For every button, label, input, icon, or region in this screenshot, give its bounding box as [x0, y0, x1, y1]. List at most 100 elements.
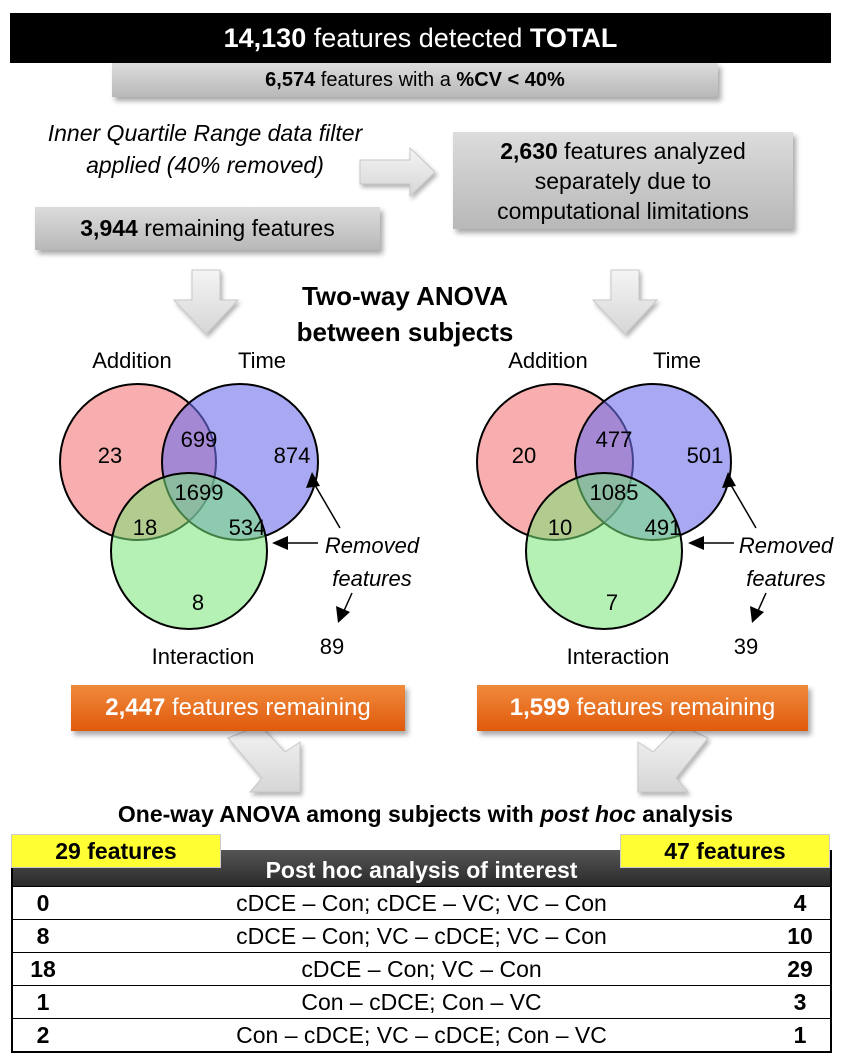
- venn-right-removed-line-2: features: [746, 566, 826, 591]
- total-label: TOTAL: [529, 22, 618, 53]
- anova-line-2: between subjects: [296, 317, 514, 347]
- venn-left-c-only: 8: [192, 590, 204, 615]
- remaining-right-box: 1,599 features remaining: [477, 685, 808, 731]
- venn-left-abc: 1699: [175, 480, 224, 505]
- two-way-anova-title: Two-way ANOVA between subjects: [230, 278, 580, 350]
- remaining-left-count: 2,447: [105, 694, 166, 721]
- right-arrow-icon: [359, 146, 436, 198]
- venn-left-label-interaction: Interaction: [152, 644, 255, 669]
- anova-line-1: Two-way ANOVA: [301, 281, 509, 311]
- venn-left-label-addition: Addition: [92, 348, 172, 373]
- table-row: 18 cDCE – Con; VC – Con 29: [13, 952, 830, 985]
- venn-right-ac: 10: [548, 515, 572, 540]
- table-cell-right: 29: [787, 955, 813, 982]
- venn-left: Addition Time Interaction 23 699 874 169…: [59, 348, 420, 669]
- venn-left-a-only: 23: [98, 443, 122, 468]
- remaining-text: remaining features: [137, 215, 335, 241]
- separate-line-1: features analyzed: [557, 137, 746, 164]
- venn-right-bc: 491: [645, 515, 682, 540]
- total-text: features detected: [306, 22, 530, 53]
- venn-left-removed-line-1: Removed: [325, 533, 420, 558]
- venn-right-abc: 1085: [590, 480, 639, 505]
- venn-left-removed-line-2: features: [332, 566, 412, 591]
- total-features-banner: 14,130 features detected TOTAL: [10, 13, 831, 63]
- total-count: 14,130: [223, 22, 307, 53]
- venn-right-label-addition: Addition: [508, 348, 588, 373]
- iqr-line-1: Inner Quartile Range data filter: [47, 120, 363, 146]
- separate-count: 2,630: [500, 137, 558, 164]
- venn-left-pointer-2-head: [272, 536, 288, 550]
- venn-left-interaction-circle: [110, 472, 268, 630]
- table-row: 2 Con – cDCE; VC – cDCE; Con – VC 1: [13, 1018, 830, 1051]
- table-cell-right: 4: [793, 889, 807, 916]
- one-way-anova-title: One-way ANOVA among subjects with post h…: [0, 801, 851, 828]
- venn-left-ac: 18: [133, 515, 157, 540]
- oneway-post: analysis: [635, 801, 734, 827]
- oneway-pre: One-way ANOVA among subjects with: [117, 801, 541, 827]
- table-cell-mid: Con – cDCE; VC – cDCE; Con – VC: [236, 1021, 607, 1048]
- post-hoc-header-text: Post hoc analysis of interest: [265, 857, 578, 883]
- remaining-right-count: 1,599: [509, 694, 570, 721]
- remaining-right-text: features remaining: [569, 694, 776, 721]
- remaining-left-text: features remaining: [165, 694, 371, 721]
- iqr-filter-note: Inner Quartile Range data filter applied…: [15, 117, 395, 181]
- down-arrow-right-icon: [591, 269, 659, 335]
- table-cell-left: 0: [36, 889, 50, 916]
- right-features-tag: 47 features: [620, 834, 830, 868]
- venn-left-pointer-1: [311, 479, 341, 529]
- down-arrow-left-icon: [172, 269, 240, 335]
- oneway-italic: post hoc: [540, 801, 636, 827]
- separate-line-3: computational limitations: [497, 197, 749, 224]
- cv-text: features with a: [315, 68, 457, 91]
- bent-arrow-left-icon: [227, 724, 301, 793]
- table-row: 0 cDCE – Con; cDCE – VC; VC – Con 4: [13, 886, 830, 919]
- iqr-line-2: applied (40% removed): [86, 152, 324, 178]
- venn-left-label-time: Time: [238, 348, 286, 373]
- separate-line-2: separately due to: [534, 167, 712, 194]
- venn-right-pointer-3-head: [750, 606, 764, 623]
- table-cell-right: 1: [793, 1021, 807, 1048]
- remaining-count: 3,944: [80, 215, 138, 241]
- table-row: 1 Con – cDCE; Con – VC 3: [13, 985, 830, 1018]
- remaining-left-box: 2,447 features remaining: [71, 685, 405, 731]
- venn-right: Addition Time Interaction 20 477 501 108…: [476, 348, 834, 669]
- table-cell-left: 1: [36, 988, 50, 1015]
- venn-left-bc: 534: [229, 515, 266, 540]
- cv-count: 6,574: [265, 68, 316, 91]
- venn-right-c-only: 7: [606, 590, 618, 615]
- table-cell-left: 8: [36, 922, 50, 949]
- table-cell-left: 18: [30, 955, 56, 982]
- table-cell-left: 2: [36, 1021, 50, 1048]
- venn-right-interaction-circle: [525, 472, 683, 630]
- cv-threshold: %CV < 40%: [456, 68, 565, 91]
- venn-left-b-only: 874: [274, 443, 311, 468]
- venn-right-pointer-1: [727, 479, 757, 529]
- venn-right-label-interaction: Interaction: [567, 644, 670, 669]
- left-features-tag: 29 features: [11, 834, 221, 868]
- separate-analysis-box: 2,630 features analyzed separately due t…: [453, 132, 793, 229]
- venn-left-removed-count: 89: [320, 634, 344, 659]
- venn-right-removed-count: 39: [734, 634, 758, 659]
- venn-left-ab: 699: [181, 427, 218, 452]
- table-cell-right: 10: [787, 922, 813, 949]
- venn-right-label-time: Time: [653, 348, 701, 373]
- venn-right-a-only: 20: [512, 443, 536, 468]
- venn-right-pointer-2-head: [688, 536, 704, 550]
- venn-left-pointer-3-head: [336, 606, 350, 623]
- table-cell-mid: Con – cDCE; Con – VC: [301, 988, 542, 1015]
- venn-right-ab: 477: [596, 427, 633, 452]
- venn-right-b-only: 501: [687, 443, 724, 468]
- table-cell-mid: cDCE – Con; cDCE – VC; VC – Con: [236, 889, 607, 916]
- venn-right-removed-line-1: Removed: [739, 533, 834, 558]
- venn-right-pointer-1-head: [722, 472, 736, 488]
- table-cell-mid: cDCE – Con; VC – cDCE; VC – Con: [236, 922, 607, 949]
- table-cell-mid: cDCE – Con; VC – Con: [301, 955, 542, 982]
- bent-arrow-right-icon: [637, 724, 709, 793]
- table-row: 8 cDCE – Con; VC – cDCE; VC – Con 10: [13, 919, 830, 952]
- venn-left-pointer-1-head: [306, 472, 320, 488]
- cv-filter-box: 6,574 features with a %CV < 40%: [112, 63, 718, 97]
- table-cell-right: 3: [793, 988, 807, 1015]
- remaining-features-box: 3,944 remaining features: [35, 207, 380, 250]
- post-hoc-table: Post hoc analysis of interest 0 cDCE – C…: [11, 850, 832, 1053]
